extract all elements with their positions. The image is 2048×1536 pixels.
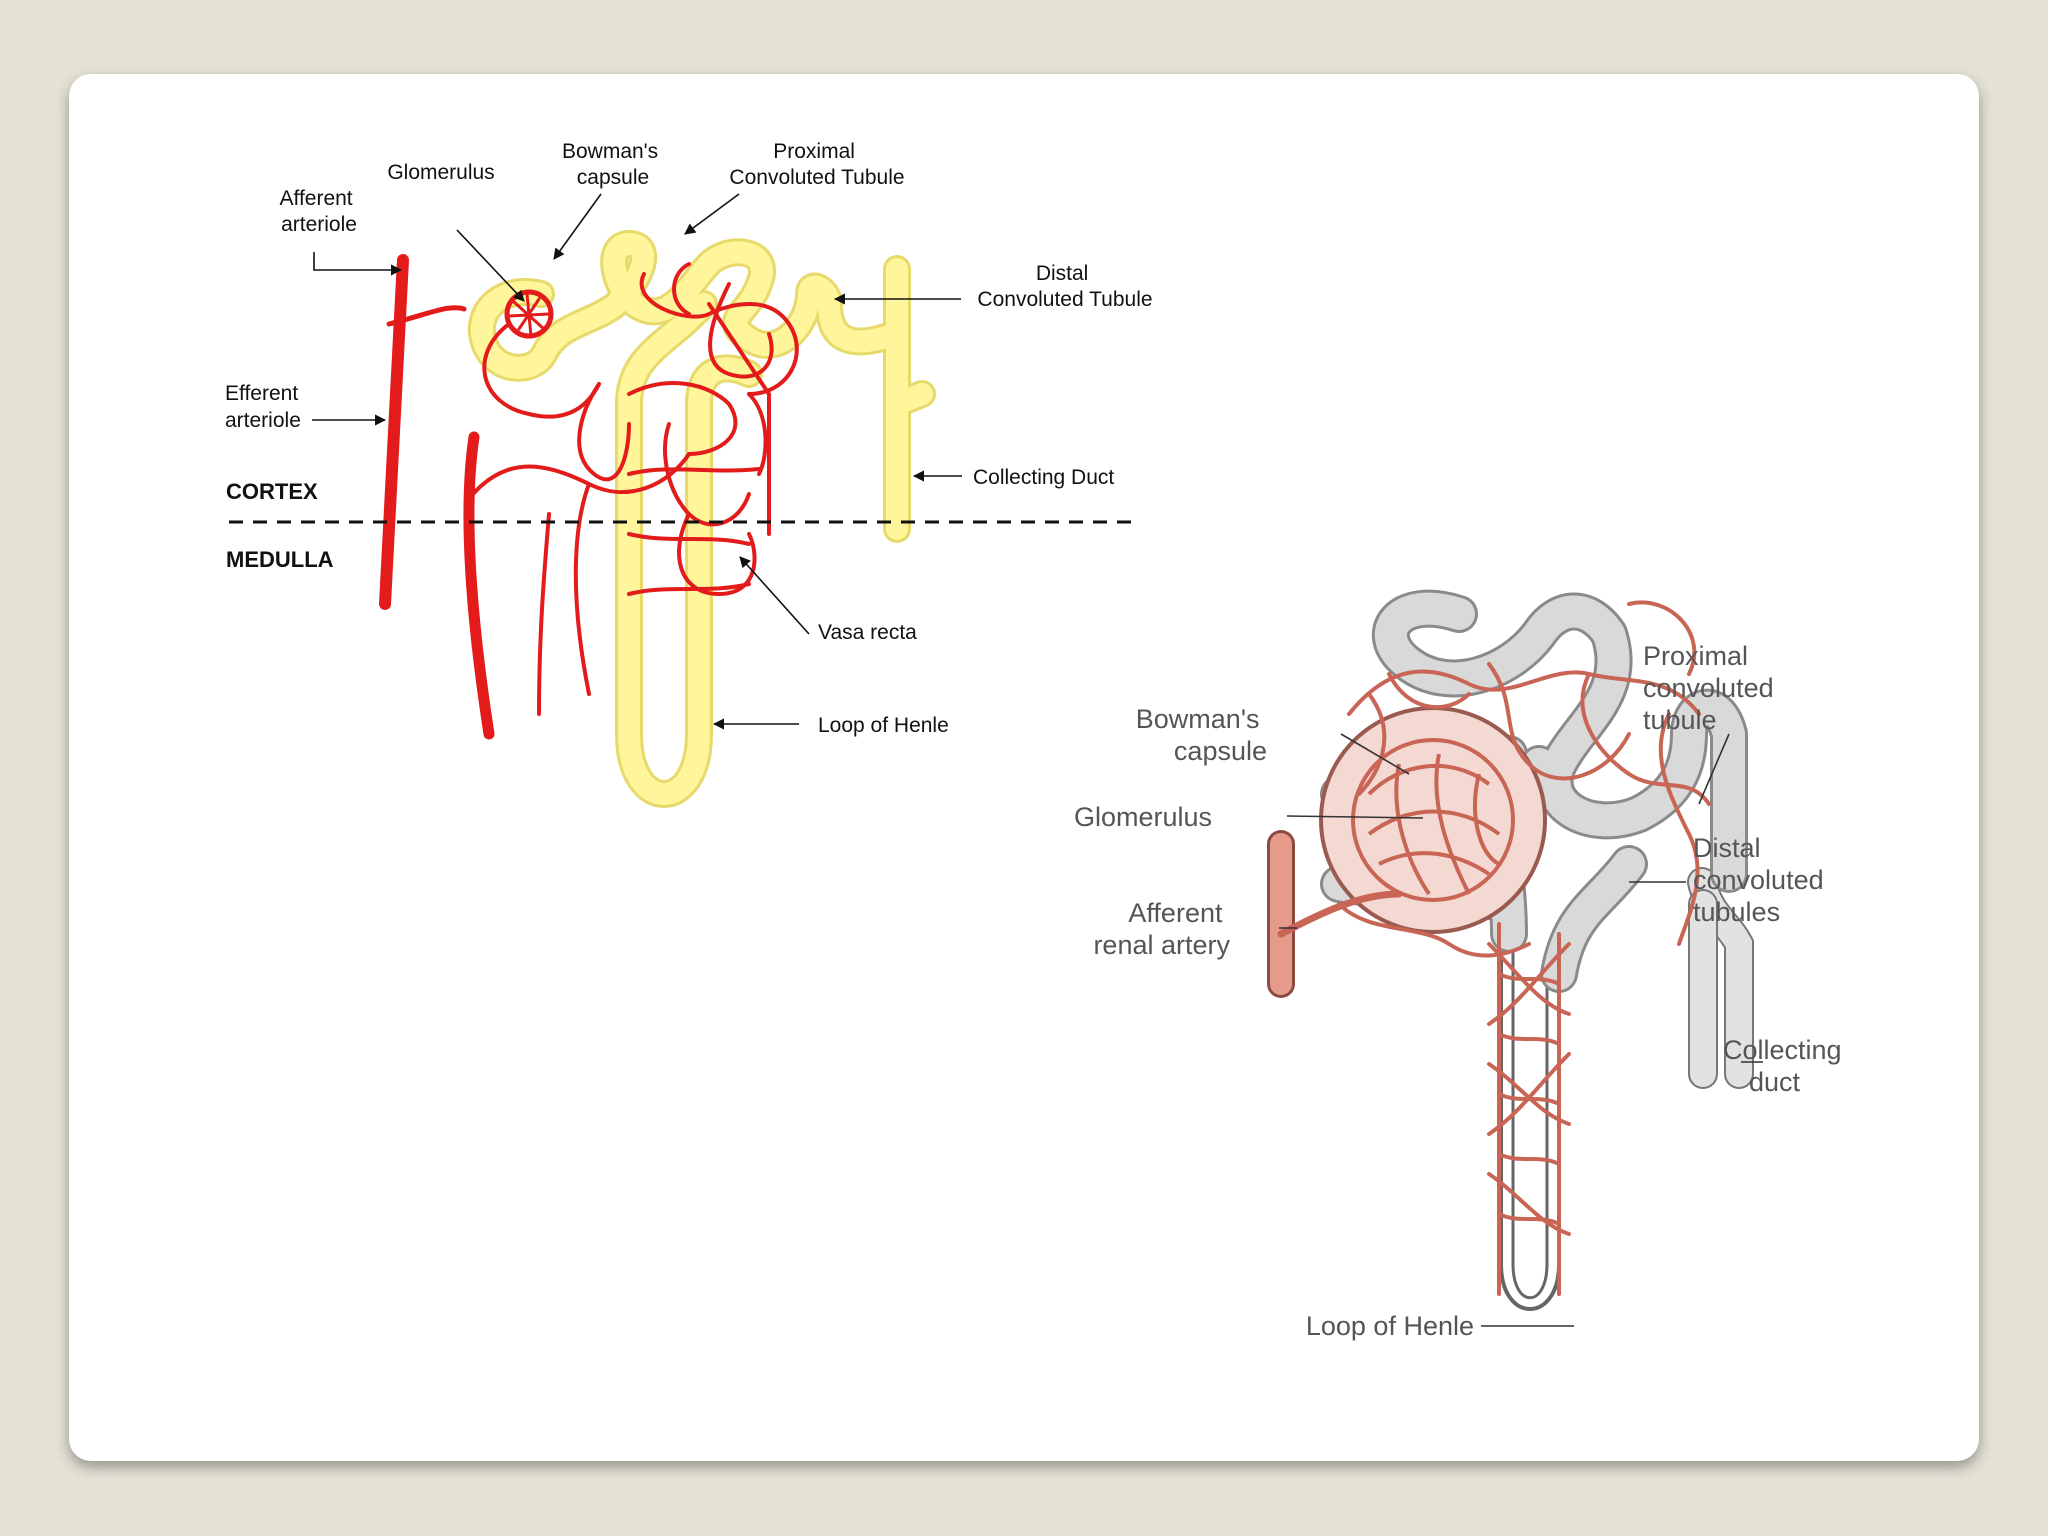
schematic-nephron: Afferent arteriole Glomerulus Bowman's c… [225, 140, 1153, 794]
cortex-label: CORTEX [226, 479, 318, 504]
distal-tubule-label: Distal Convoluted Tubule [977, 262, 1152, 311]
slide: Afferent arteriole Glomerulus Bowman's c… [69, 74, 1979, 1461]
distal-tubules-label: Distal convoluted tubules [1693, 833, 1831, 927]
bowmans-capsule-label-2: Bowman's capsule [1136, 704, 1267, 766]
glomerulus-label-2: Glomerulus [1074, 802, 1212, 832]
proximal-tubule-label: Proximal Convoluted Tubule [729, 140, 904, 189]
loop-of-henle-label: Loop of Henle [818, 714, 949, 737]
medulla-label: MEDULLA [226, 547, 334, 572]
nephron-diagrams: Afferent arteriole Glomerulus Bowman's c… [69, 74, 1979, 1461]
collecting-duct-label: Collecting Duct [973, 466, 1114, 489]
proximal-tubule-label-2: Proximal convoluted tubule [1643, 641, 1781, 735]
afferent-renal-artery-label: Afferent renal artery [1093, 898, 1230, 960]
vasa-recta-label: Vasa recta [818, 621, 917, 644]
efferent-arteriole-label: Efferent arteriole [225, 382, 304, 432]
loop-of-henle-label-2: Loop of Henle [1306, 1311, 1474, 1341]
glomerulus-label: Glomerulus [387, 161, 494, 184]
bowmans-capsule-label: Bowman's capsule [562, 140, 664, 189]
afferent-arteriole-label: Afferent arteriole [279, 187, 358, 236]
illustrated-nephron: Bowman's capsule Glomerulus Afferent ren… [1074, 602, 1849, 1341]
